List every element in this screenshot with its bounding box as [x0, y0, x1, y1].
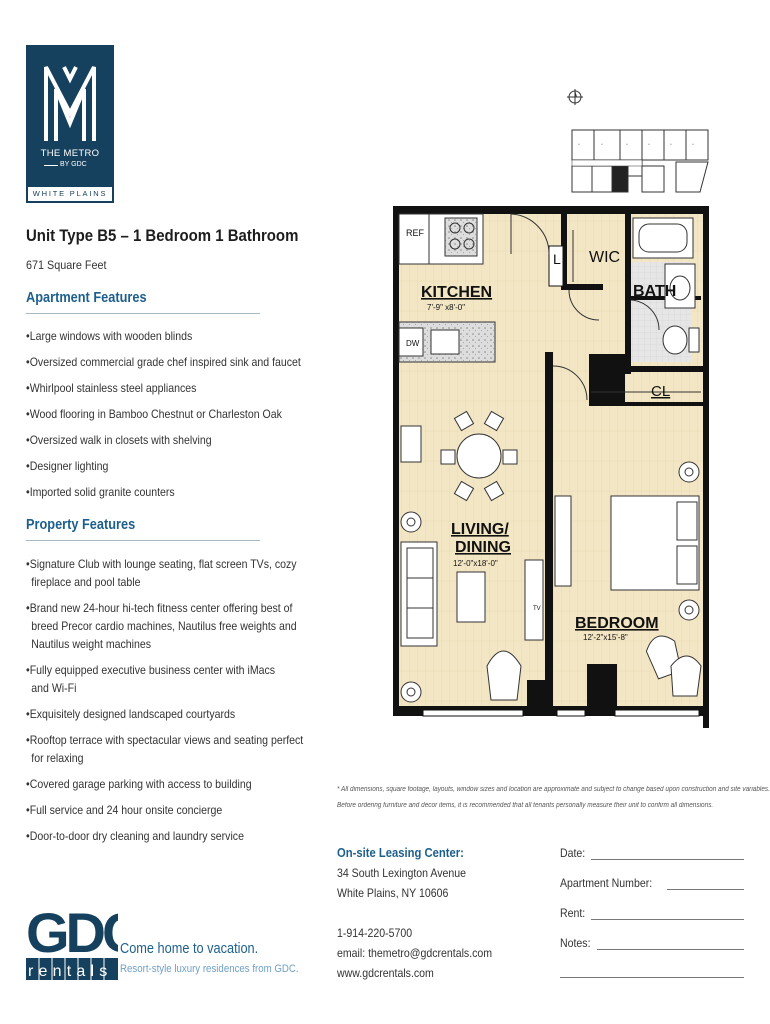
svg-text:▫: ▫ — [578, 142, 580, 148]
closet-label: CL — [651, 383, 670, 400]
svg-text:▫: ▫ — [670, 142, 672, 148]
property-feature-item: for relaxing — [31, 751, 84, 765]
date-label: Date: — [560, 846, 586, 860]
rent-field[interactable]: Rent: — [560, 906, 744, 920]
rent-line — [590, 908, 744, 920]
property-feature-item: fireplace and pool table — [31, 575, 141, 589]
property-feature-item: Rooftop terrace with spectacular views a… — [26, 731, 304, 749]
bedroom-label: BEDROOM — [575, 615, 659, 632]
date-line — [590, 848, 744, 860]
date-field[interactable]: Date: — [560, 846, 744, 860]
apartment-features-rule — [26, 313, 260, 314]
leasing-heading: On-site Leasing Center: — [337, 846, 464, 860]
property-features-rule — [26, 540, 260, 541]
property-feature-item: Exquisitely designed landscaped courtyar… — [26, 705, 264, 723]
apartment-feature-item: Whirlpool stainless steel appliances — [26, 379, 264, 397]
sub-tagline: Resort-style luxury residences from GDC. — [120, 963, 299, 975]
kitchen-dimensions: 7'-9" x8'-0" — [427, 303, 465, 312]
leasing-address-2: White Plains, NY 10606 — [337, 886, 449, 900]
svg-text:▫: ▫ — [601, 142, 603, 148]
disclaimer-line-2: Before ordering furniture and decor item… — [337, 802, 714, 809]
apartment-number-label: Apartment Number: — [560, 876, 653, 890]
apartment-features-heading: Apartment Features — [26, 290, 147, 306]
rent-label: Rent: — [560, 906, 586, 920]
tagline: Come home to vacation. — [120, 940, 259, 957]
metro-m-icon — [44, 66, 96, 141]
leasing-phone[interactable]: 1-914-220-5700 — [337, 926, 413, 940]
property-feature-item: Door-to-door dry cleaning and laundry se… — [26, 827, 264, 845]
rentals-wordmark: rentals — [28, 963, 112, 980]
apartment-feature-item: Oversized commercial grade chef inspired… — [26, 353, 301, 371]
bedroom-dimensions: 12'-2"x15'-8" — [583, 633, 628, 642]
svg-text:▫: ▫ — [692, 142, 694, 148]
property-features-heading: Property Features — [26, 517, 136, 533]
unit-title: Unit Type B5 – 1 Bedroom 1 Bathroom — [26, 226, 299, 245]
gdc-wordmark: GDC — [26, 901, 118, 964]
l-label: L — [553, 251, 561, 267]
property-feature-item: Covered garage parking with access to bu… — [26, 775, 264, 793]
dw-label: DW — [406, 339, 420, 348]
apartment-features-list: Large windows with wooden blindsOversize… — [26, 327, 301, 509]
svg-text:▫: ▫ — [648, 142, 650, 148]
svg-text:▫: ▫ — [626, 142, 628, 148]
building-key-plan: ▫ ▫ ▫ ▫ ▫ ▫ — [571, 129, 709, 193]
apartment-feature-item: Imported solid granite counters — [26, 483, 264, 501]
property-feature-item: breed Precor cardio machines, Nautilus f… — [31, 619, 297, 633]
leasing-email[interactable]: email: themetro@gdcrentals.com — [337, 946, 493, 960]
bath-label: BATH — [633, 283, 676, 300]
logo-name: THE METRO — [40, 148, 100, 159]
dining-label: DINING — [455, 539, 511, 556]
property-feature-item: Full service and 24 hour onsite concierg… — [26, 801, 264, 819]
gdc-rentals-logo: GDC rentals — [26, 901, 118, 980]
apartment-feature-item: Wood flooring in Bamboo Chestnut or Char… — [26, 405, 282, 423]
floor-plan: REF DW KITCHEN 7'-9" x8'-0" L WIC BATH C… — [393, 206, 709, 728]
ref-label: REF — [406, 228, 425, 238]
apartment-feature-item: Designer lighting — [26, 457, 264, 475]
notes-line-2 — [560, 966, 744, 978]
property-feature-item: Fully equipped executive business center… — [26, 661, 275, 679]
metro-logo: THE METRO BY GDC WHITE PLAINS — [26, 45, 114, 203]
property-feature-item: Signature Club with lounge seating, flat… — [26, 555, 297, 573]
notes-line — [596, 938, 744, 950]
property-feature-item: Brand new 24-hour hi-tech fitness center… — [26, 599, 293, 617]
wic-label: WIC — [589, 249, 620, 266]
compass-icon — [567, 89, 583, 105]
notes-label: Notes: — [560, 936, 591, 950]
living-dimensions: 12'-0"x18'-0" — [453, 559, 498, 568]
logo-rule — [44, 165, 58, 166]
notes-field[interactable]: Notes: — [560, 936, 744, 950]
leasing-website[interactable]: www.gdcrentals.com — [337, 966, 434, 980]
notes-extra-line[interactable] — [560, 966, 744, 978]
kitchen-label: KITCHEN — [421, 284, 492, 301]
logo-by: BY GDC — [60, 161, 87, 168]
apartment-feature-item: Large windows with wooden blinds — [26, 327, 264, 345]
apartment-number-field[interactable]: Apartment Number: — [560, 876, 744, 890]
property-feature-item: and Wi-Fi — [31, 681, 77, 695]
tv-label: TV — [533, 606, 541, 612]
property-feature-item: Nautilus weight machines — [31, 637, 152, 651]
apartment-feature-item: Oversized walk in closets with shelving — [26, 431, 264, 449]
disclaimer-line-1: * All dimensions, square footage, layout… — [337, 786, 770, 793]
square-feet: 671 Square Feet — [26, 258, 107, 272]
logo-location: WHITE PLAINS — [26, 185, 114, 203]
living-label: LIVING/ — [451, 521, 509, 538]
leasing-address-1: 34 South Lexington Avenue — [337, 866, 466, 880]
property-features-list: Signature Club with lounge seating, flat… — [26, 555, 304, 853]
apartment-number-line — [666, 878, 744, 890]
